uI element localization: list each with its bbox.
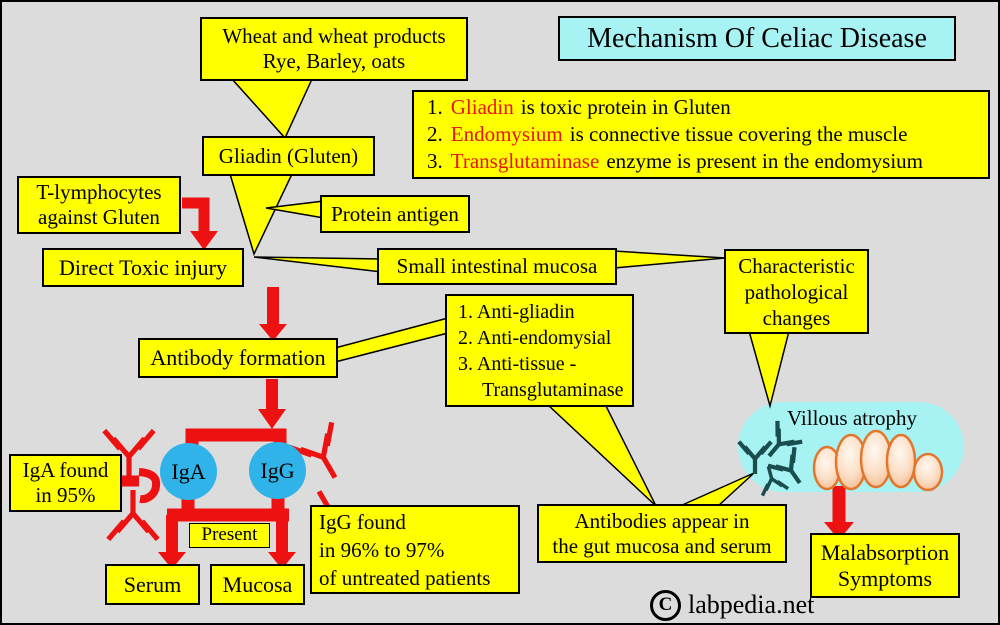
note-number: 2.	[427, 122, 443, 146]
pointer-gliadin-down	[228, 173, 294, 257]
iga-found-box: IgA found in 95%	[9, 454, 122, 512]
igg-found-line-1: IgG found	[319, 509, 406, 534]
pointer-mucosa-right	[613, 250, 726, 269]
mucosa-label: Mucosa	[222, 571, 293, 597]
malabsorption-line-2: Symptoms	[837, 565, 933, 591]
arrowhead-malabsorption	[824, 522, 854, 540]
note-keyword: Endomysium	[450, 122, 563, 146]
antibody-formation-label: Antibody formation	[150, 345, 326, 371]
mucosa-box: Mucosa	[210, 564, 305, 605]
pointer-characteristic-to-blob	[748, 330, 790, 409]
villus	[885, 433, 917, 489]
arrow-tlymph-elbow	[182, 197, 210, 233]
antibodies-appear-line-1: Antibodies appear in	[574, 508, 750, 533]
arrowhead-toxic	[259, 324, 287, 341]
igg-found-line-3: of untreated patients	[319, 565, 491, 590]
antibodies-appear-box: Antibodies appear in the gut mucosa and …	[537, 504, 787, 563]
arrowhead-mucosa	[268, 552, 296, 569]
villous-atrophy-text: Villous atrophy	[787, 405, 917, 430]
note-text: is toxic protein in Gluten	[520, 95, 731, 119]
arrowhead-tlymph	[190, 231, 218, 250]
antibody-type-item: 2. Anti-endomysial	[458, 326, 612, 349]
copyright-icon: C	[650, 589, 681, 621]
t-lymphocytes-box: T-lymphocytes against Gluten	[17, 176, 181, 234]
note-keyword: Gliadin	[450, 95, 514, 119]
iga-circle: IgA	[160, 443, 217, 500]
direct-toxic-injury-box: Direct Toxic injury	[42, 248, 244, 287]
small-intestinal-mucosa-box: Small intestinal mucosa	[377, 248, 617, 285]
tlymph-line-1: T-lymphocytes	[36, 180, 162, 205]
antibody-type-item: Transglutaminase	[482, 378, 624, 401]
pointer-antibody-formation-to-list	[334, 317, 449, 363]
serum-label: Serum	[123, 571, 182, 597]
villi-illustration	[812, 429, 944, 492]
villous-atrophy-label: Villous atrophy	[767, 405, 937, 431]
gliadin-label: Gliadin (Gluten)	[218, 143, 359, 168]
igg-found-box: IgG found in 96% to 97% of untreated pat…	[310, 505, 520, 594]
page-title: Mechanism Of Celiac Disease	[558, 16, 956, 61]
protein-antigen-box: Protein antigen	[320, 195, 470, 233]
pointer-mucosa-left	[253, 256, 383, 273]
characteristic-line-1: Characteristic	[738, 253, 855, 278]
pointer-appear-to-blob	[679, 472, 755, 507]
pointer-wheat-to-gliadin	[230, 78, 314, 140]
note-text: enzyme is present in the endomysium	[606, 149, 923, 173]
present-box: Present	[189, 523, 270, 548]
wheat-products-box: Wheat and wheat products Rye, Barley, oa…	[200, 17, 468, 81]
ig-top-bar	[185, 428, 287, 449]
note-number: 1.	[427, 95, 443, 119]
arrowhead-antibody	[258, 409, 286, 429]
igg-circle: IgG	[249, 442, 306, 499]
red-arrows	[158, 197, 854, 569]
antibodies-appear-line-2: the gut mucosa and serum	[552, 533, 772, 558]
iga-j-chain-hook	[138, 468, 161, 504]
characteristic-changes-box: Characteristic pathological changes	[724, 249, 869, 334]
gliadin-box: Gliadin (Gluten)	[202, 136, 375, 176]
page-title-text: Mechanism Of Celiac Disease	[587, 22, 927, 54]
iga-found-line-1: IgA found	[22, 458, 109, 483]
antibody-type-item: 3. Anti-tissue -	[458, 352, 577, 375]
iga-found-line-2: in 95%	[35, 483, 96, 507]
igg-circle-label: IgG	[260, 457, 295, 483]
malabsorption-box: Malabsorption Symptoms	[810, 533, 960, 598]
tlymph-line-2: against Gluten	[38, 205, 160, 229]
small-intestinal-mucosa-label: Small intestinal mucosa	[396, 254, 598, 279]
copyright-text: labpedia.net	[688, 590, 815, 619]
wheat-line-1: Wheat and wheat products	[222, 24, 446, 49]
iga-circle-label: IgA	[171, 458, 206, 484]
wheat-line-2: Rye, Barley, oats	[262, 49, 406, 73]
note-keyword: Transglutaminase	[450, 149, 600, 173]
antibody-formation-box: Antibody formation	[138, 338, 338, 378]
antibody-type-item: 1. Anti-gliadin	[458, 300, 575, 323]
characteristic-line-2: pathological	[744, 279, 849, 304]
malabsorption-line-1: Malabsorption	[820, 539, 950, 565]
present-label: Present	[201, 524, 258, 546]
pointer-list-to-appear	[545, 403, 657, 507]
characteristic-line-3: changes	[762, 305, 831, 330]
note-text: is connective tissue covering the muscle	[569, 122, 908, 146]
serum-box: Serum	[105, 564, 200, 605]
arrowhead-serum	[158, 552, 186, 569]
copyright-credit: C labpedia.net	[650, 587, 814, 623]
villus	[912, 452, 944, 492]
antibody-types-box: 1. Anti-gliadin 2. Anti-endomysial 3. An…	[445, 294, 634, 407]
igg-found-line-2: in 96% to 97%	[319, 537, 445, 562]
protein-antigen-label: Protein antigen	[331, 201, 459, 226]
direct-toxic-injury-label: Direct Toxic injury	[59, 254, 227, 280]
note-number: 3.	[427, 149, 443, 173]
